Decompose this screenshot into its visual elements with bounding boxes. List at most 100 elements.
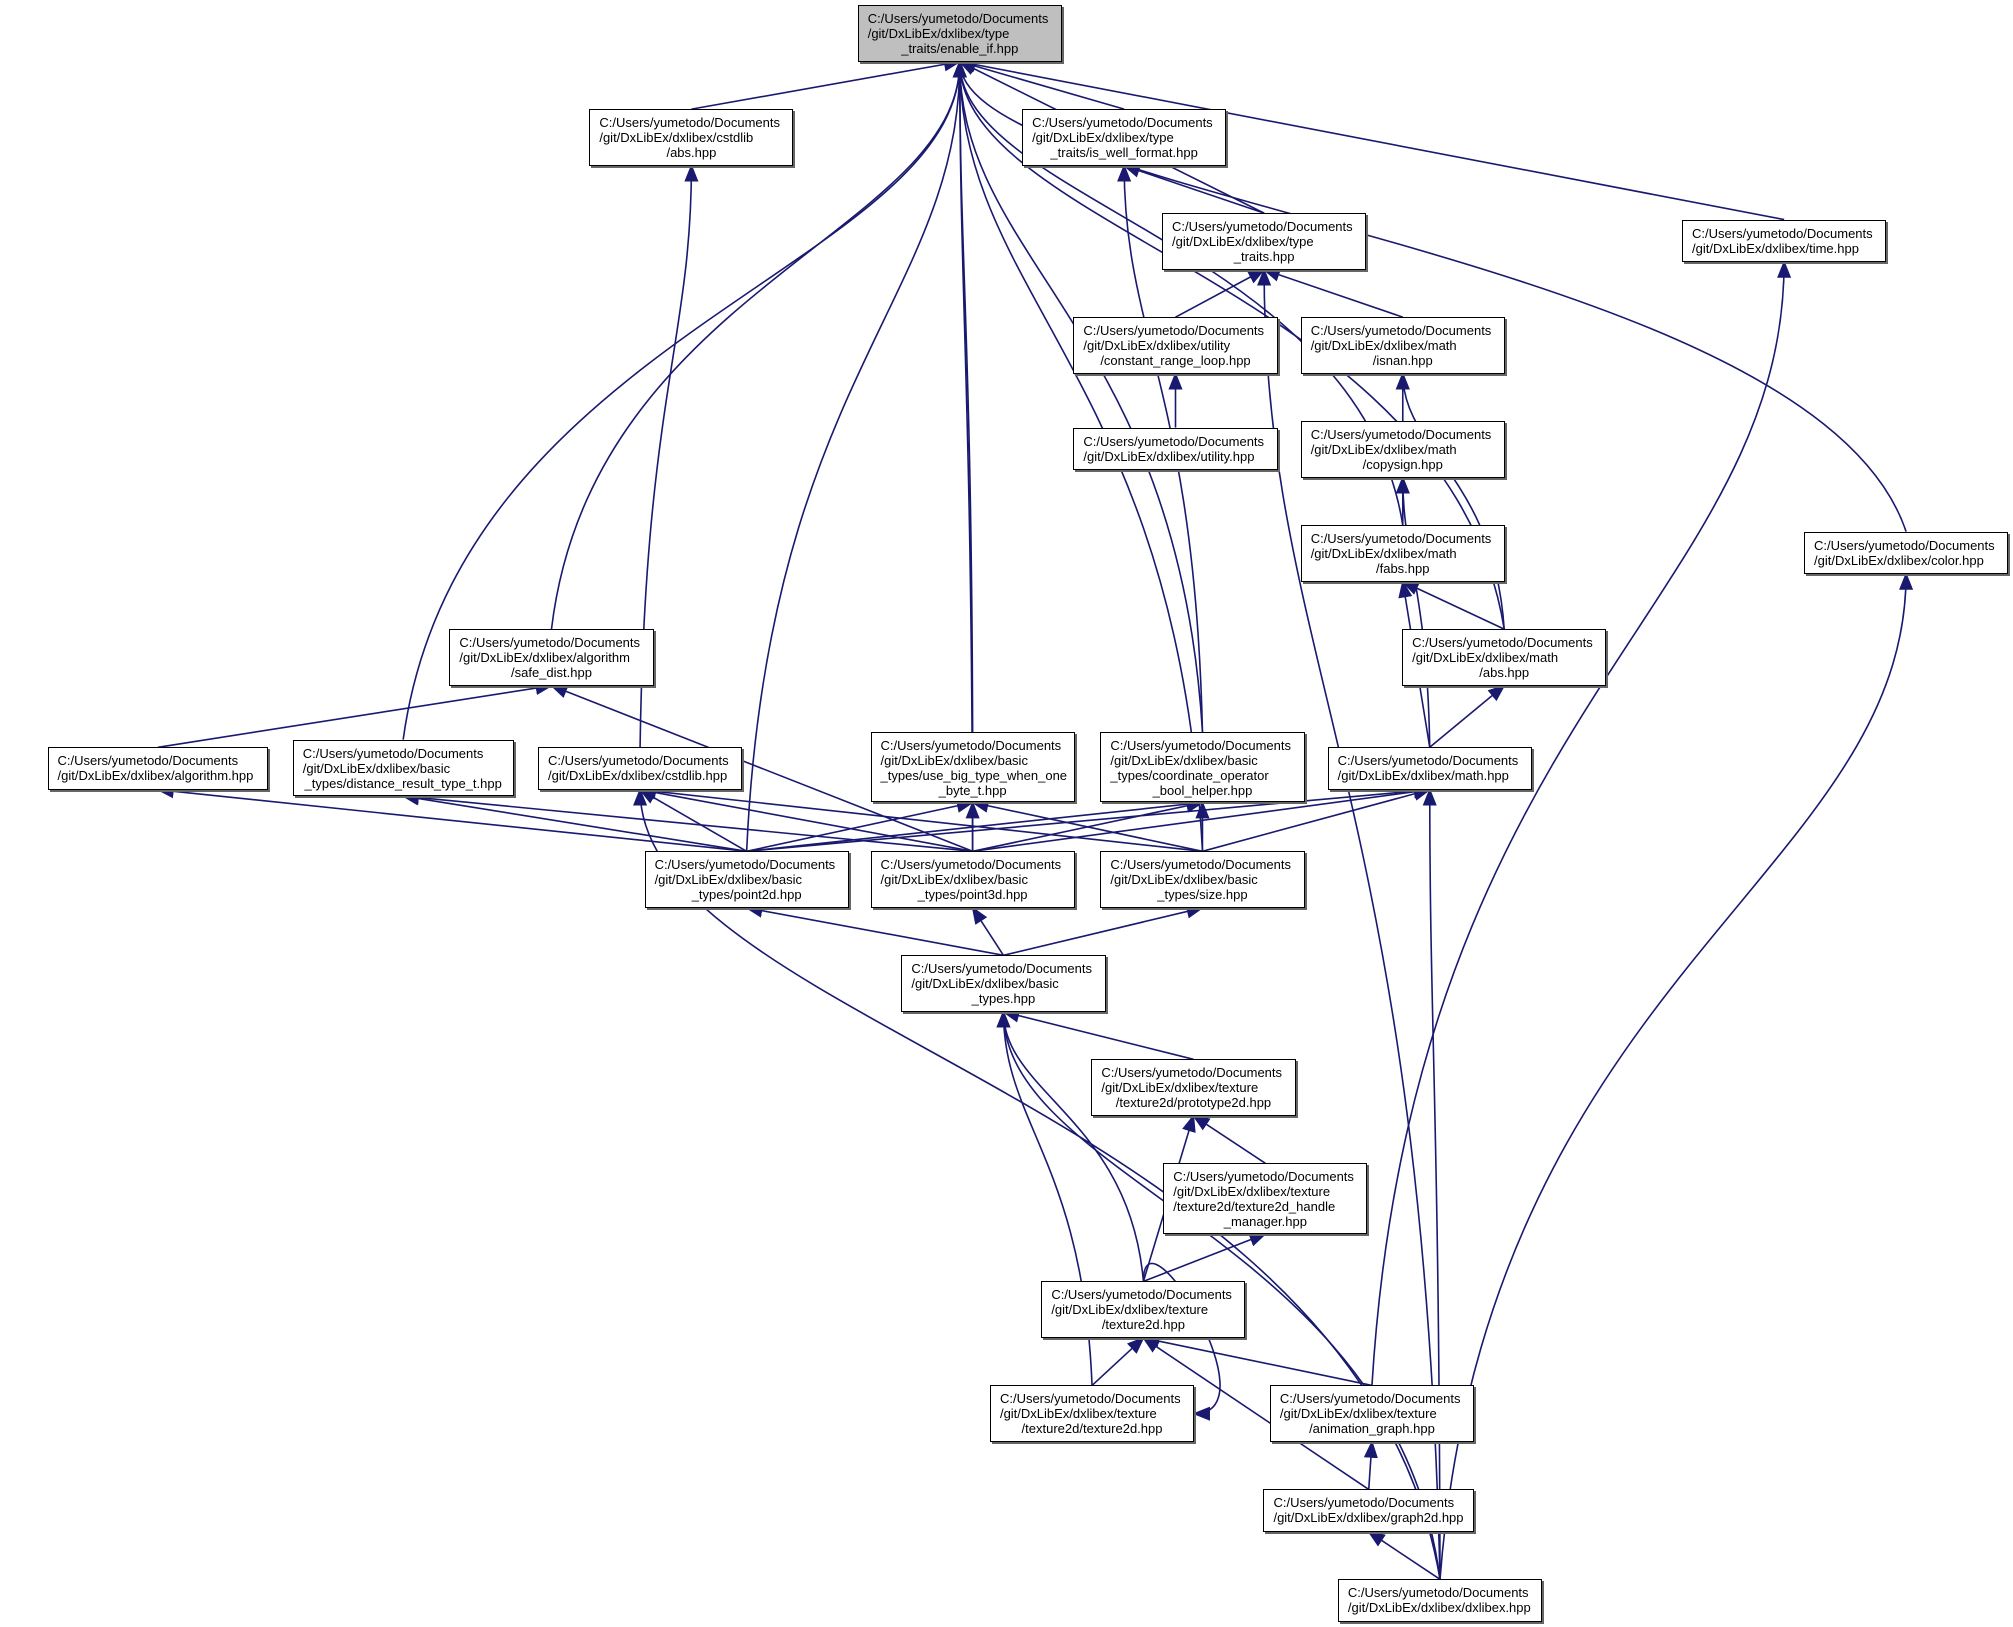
node-utility[interactable]: C:/Users/yumetodo/Documents/git/DxLibEx/…: [1073, 427, 1278, 470]
node-distance-result[interactable]: C:/Users/yumetodo/Documents/git/DxLibEx/…: [292, 739, 514, 797]
edge-texture2d-to-handle-manager: [1143, 1233, 1268, 1283]
node-label-line: /git/DxLibEx/dxlibex/basic: [880, 752, 1028, 768]
node-graph2d[interactable]: C:/Users/yumetodo/Documents/git/DxLibEx/…: [1263, 1489, 1475, 1532]
node-label-line: C:/Users/yumetodo/Documents: [1310, 427, 1492, 443]
edge-size-to-math: [1202, 787, 1432, 853]
node-handle-manager[interactable]: C:/Users/yumetodo/Documents/git/DxLibEx/…: [1163, 1163, 1368, 1234]
node-math-abs[interactable]: C:/Users/yumetodo/Documents/git/DxLibEx/…: [1402, 629, 1607, 686]
edge-dxlibex-to-color: [1439, 572, 1914, 1580]
node-label-line: C:/Users/yumetodo/Documents: [459, 635, 641, 651]
node-label-line: /abs.hpp: [1479, 665, 1530, 681]
edge-constant-range-loop-to-type-traits: [1175, 268, 1266, 318]
node-constant-range-loop[interactable]: C:/Users/yumetodo/Documents/git/DxLibEx/…: [1073, 317, 1278, 374]
node-size[interactable]: C:/Users/yumetodo/Documents/git/DxLibEx/…: [1100, 851, 1305, 908]
node-is-well-format[interactable]: C:/Users/yumetodo/Documents/git/DxLibEx/…: [1022, 109, 1227, 166]
node-type-traits[interactable]: C:/Users/yumetodo/Documents/git/DxLibEx/…: [1162, 213, 1367, 270]
node-label-line: _traits.hpp: [1233, 249, 1295, 265]
node-label-line: _bool_helper.hpp: [1152, 782, 1253, 798]
node-animation-graph[interactable]: C:/Users/yumetodo/Documents/git/DxLibEx/…: [1269, 1385, 1475, 1442]
node-cstdlib[interactable]: C:/Users/yumetodo/Documents/git/DxLibEx/…: [537, 747, 743, 790]
node-label-line: /texture2d.hpp: [1101, 1317, 1185, 1333]
edge-point3d-to-math: [972, 784, 1432, 853]
node-label-line: _types.hpp: [971, 991, 1036, 1007]
edge-cstdlib-to-cstdlib-abs: [639, 163, 699, 748]
edge-math-to-math-abs: [1429, 684, 1506, 748]
node-label-line: /git/DxLibEx/dxlibex/math: [1310, 442, 1457, 458]
node-label-line: C:/Users/yumetodo/Documents: [1310, 531, 1492, 547]
edge-animation-graph-to-texture2d: [1141, 1334, 1373, 1387]
edge-basic-types-to-point2d: [744, 903, 1004, 957]
node-label-line: _types/coordinate_operator: [1110, 767, 1269, 783]
edge-texture2d-to-basic-types: [996, 1010, 1145, 1282]
node-label-line: C:/Users/yumetodo/Documents: [1172, 219, 1353, 235]
node-label-line: /git/DxLibEx/dxlibex/cstdlib.hpp: [547, 768, 728, 784]
node-use-big-type[interactable]: C:/Users/yumetodo/Documents/git/DxLibEx/…: [870, 731, 1075, 803]
node-point3d[interactable]: C:/Users/yumetodo/Documents/git/DxLibEx/…: [870, 851, 1075, 908]
node-label-line: /git/DxLibEx/dxlibex/color.hpp: [1814, 552, 1984, 568]
node-math[interactable]: C:/Users/yumetodo/Documents/git/DxLibEx/…: [1327, 747, 1532, 790]
node-cstdlib-abs[interactable]: C:/Users/yumetodo/Documents/git/DxLibEx/…: [589, 109, 794, 166]
node-prototype2d[interactable]: C:/Users/yumetodo/Documents/git/DxLibEx/…: [1091, 1059, 1296, 1116]
node-label-line: /git/DxLibEx/dxlibex/texture: [999, 1406, 1157, 1422]
node-label-line: C:/Users/yumetodo/Documents: [1347, 1585, 1529, 1601]
edge-math-abs-to-enable-if: [952, 59, 1505, 630]
edge-coord-op-to-is-well-format: [1117, 163, 1204, 732]
node-safe-dist[interactable]: C:/Users/yumetodo/Documents/git/DxLibEx/…: [449, 629, 654, 686]
node-label-line: C:/Users/yumetodo/Documents: [1110, 857, 1291, 873]
node-label-line: C:/Users/yumetodo/Documents: [1279, 1391, 1461, 1407]
edge-size-to-cstdlib: [638, 784, 1203, 853]
edge-math-abs-to-isnan: [1395, 371, 1506, 630]
node-texture2d-inner[interactable]: C:/Users/yumetodo/Documents/git/DxLibEx/…: [989, 1385, 1195, 1442]
node-label-line: /git/DxLibEx/dxlibex/algorithm: [459, 650, 630, 666]
node-label-line: C:/Users/yumetodo/Documents: [57, 753, 239, 769]
edge-math-to-copysign: [1395, 475, 1431, 748]
node-label-line: /git/DxLibEx/dxlibex/basic: [1110, 752, 1258, 768]
node-label-line: /constant_range_loop.hpp: [1100, 353, 1251, 369]
node-dxlibex[interactable]: C:/Users/yumetodo/Documents/git/DxLibEx/…: [1337, 1579, 1543, 1622]
node-label-line: C:/Users/yumetodo/Documents: [547, 753, 729, 769]
edge-graph2d-to-animation-graph: [1363, 1440, 1378, 1490]
edge-dxlibex-to-math: [1422, 787, 1441, 1580]
node-label-line: /git/DxLibEx/dxlibex/math: [1310, 546, 1457, 562]
node-label-line: C:/Users/yumetodo/Documents: [1337, 753, 1519, 769]
node-label-line: /git/DxLibEx/dxlibex/basic: [1110, 872, 1258, 888]
node-label-line: C:/Users/yumetodo/Documents: [1083, 323, 1265, 339]
node-isnan[interactable]: C:/Users/yumetodo/Documents/git/DxLibEx/…: [1300, 317, 1505, 374]
node-label-line: _types/use_big_type_when_one: [880, 767, 1068, 783]
node-time[interactable]: C:/Users/yumetodo/Documents/git/DxLibEx/…: [1682, 219, 1887, 262]
node-enable-if[interactable]: C:/Users/yumetodo/Documents/git/DxLibEx/…: [857, 5, 1062, 62]
node-label-line: _types/point2d.hpp: [691, 887, 802, 903]
node-fabs[interactable]: C:/Users/yumetodo/Documents/git/DxLibEx/…: [1300, 525, 1505, 582]
node-label-line: /abs.hpp: [666, 145, 717, 161]
node-label-line: /git/DxLibEx/dxlibex/basic: [302, 760, 451, 776]
node-coord-op[interactable]: C:/Users/yumetodo/Documents/git/DxLibEx/…: [1100, 731, 1305, 803]
node-label-line: C:/Users/yumetodo/Documents: [1412, 635, 1593, 651]
node-algorithm[interactable]: C:/Users/yumetodo/Documents/git/DxLibEx/…: [47, 747, 269, 790]
edge-size-to-enable-if: [952, 59, 1204, 852]
node-label-line: /git/DxLibEx/dxlibex/type: [1032, 130, 1174, 146]
edge-coord-op-to-enable-if: [952, 59, 1204, 732]
node-label-line: _byte_t.hpp: [938, 782, 1007, 798]
node-label-line: _types/size.hpp: [1157, 887, 1248, 903]
node-label-line: C:/Users/yumetodo/Documents: [1173, 1169, 1354, 1185]
node-basic-types[interactable]: C:/Users/yumetodo/Documents/git/DxLibEx/…: [901, 955, 1106, 1012]
node-label-line: /texture2d/texture2d.hpp: [1021, 1421, 1163, 1437]
edge-basic-types-to-size: [1003, 904, 1205, 957]
node-label-line: C:/Users/yumetodo/Documents: [1032, 115, 1213, 131]
node-point2d[interactable]: C:/Users/yumetodo/Documents/git/DxLibEx/…: [644, 851, 849, 908]
node-label-line: /git/DxLibEx/dxlibex/basic: [880, 872, 1028, 888]
node-label-line: /git/DxLibEx/dxlibex/time.hpp: [1692, 240, 1859, 256]
node-copysign[interactable]: C:/Users/yumetodo/Documents/git/DxLibEx/…: [1300, 421, 1505, 478]
node-color[interactable]: C:/Users/yumetodo/Documents/git/DxLibEx/…: [1804, 531, 2009, 574]
node-label-line: C:/Users/yumetodo/Documents: [1692, 225, 1873, 241]
node-label-line: C:/Users/yumetodo/Documents: [1110, 737, 1291, 753]
node-label-line: _types/point3d.hpp: [917, 887, 1028, 903]
node-texture2d[interactable]: C:/Users/yumetodo/Documents/git/DxLibEx/…: [1041, 1281, 1246, 1338]
node-label-line: /fabs.hpp: [1376, 561, 1430, 577]
edge-time-to-enable-if: [958, 57, 1785, 221]
node-label-line: C:/Users/yumetodo/Documents: [867, 11, 1049, 27]
node-label-line: _types/distance_result_type_t.hpp: [304, 775, 502, 791]
edge-graph2d-to-texture2d: [1141, 1336, 1370, 1491]
node-label-line: /git/DxLibEx/dxlibex/graph2d.hpp: [1273, 1510, 1464, 1526]
